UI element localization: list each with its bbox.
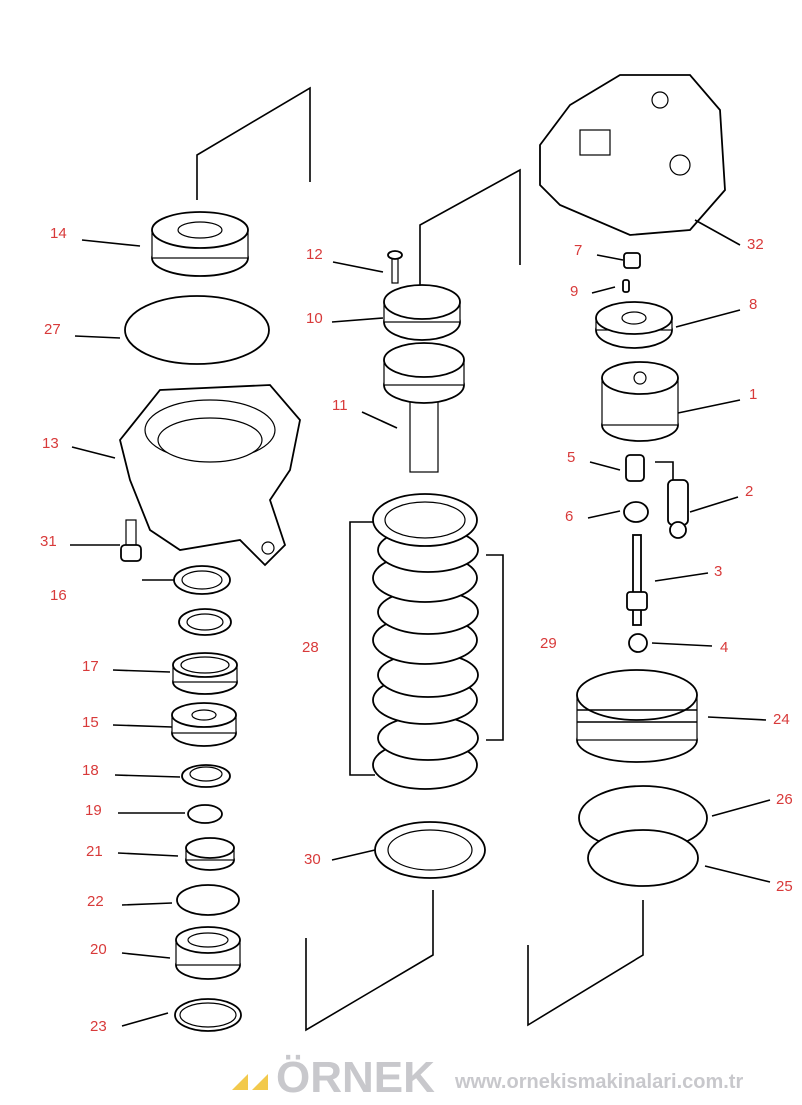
callout-32: 32 [747, 236, 764, 253]
callout-7: 7 [574, 242, 582, 259]
part-rod-3 [626, 534, 648, 626]
part-7 [623, 252, 641, 269]
part-plate-10 [383, 284, 461, 341]
part-discs-28-29 [372, 493, 479, 790]
watermark-url: www.ornekismakinalari.com.tr [454, 1071, 743, 1093]
part-spring-5 [625, 454, 645, 482]
part-snapring-19 [187, 804, 223, 824]
callout-24: 24 [773, 711, 790, 728]
part-bearing-21 [185, 837, 235, 871]
callout-19: 19 [85, 802, 102, 819]
part-bolt-31 [120, 519, 142, 562]
callout-26: 26 [776, 791, 793, 808]
callout-22: 22 [87, 893, 104, 910]
callout-labels: 14 27 13 31 16 17 15 18 19 21 22 20 23 1… [40, 225, 793, 1035]
callout-28: 28 [302, 639, 319, 656]
callout-12: 12 [306, 246, 323, 263]
watermark-brand: ÖRNEK [276, 1053, 435, 1102]
callout-31: 31 [40, 533, 57, 550]
callout-5: 5 [567, 449, 575, 466]
callout-14: 14 [50, 225, 67, 242]
callout-29: 29 [540, 635, 557, 652]
callout-9: 9 [570, 283, 578, 300]
callout-3: 3 [714, 563, 722, 580]
part-oring-22 [176, 884, 240, 916]
part-backup-ring-25 [587, 829, 699, 887]
part-shaft-11 [383, 342, 465, 473]
part-bolt-12 [387, 250, 403, 284]
part-cover-24 [576, 669, 698, 763]
callout-21: 21 [86, 843, 103, 860]
watermark-accent [252, 1074, 268, 1090]
part-bearing-15 [171, 702, 237, 747]
part-ring-18 [181, 764, 231, 788]
callout-30: 30 [304, 851, 321, 868]
part-housing-13 [119, 384, 301, 567]
parts [119, 74, 726, 1032]
callout-4: 4 [720, 639, 728, 656]
callout-23: 23 [90, 1018, 107, 1035]
callout-27: 27 [44, 321, 61, 338]
callout-10: 10 [306, 310, 323, 327]
callout-13: 13 [42, 435, 59, 452]
part-nut-20 [175, 926, 241, 980]
callout-2: 2 [745, 483, 753, 500]
callout-6: 6 [565, 508, 573, 525]
callout-8: 8 [749, 296, 757, 313]
callout-18: 18 [82, 762, 99, 779]
callout-25: 25 [776, 878, 793, 895]
callout-16: 16 [50, 587, 67, 604]
part-cylinder-1 [601, 361, 679, 442]
watermark: ÖRNEK www.ornekismakinalari.com.tr [232, 1053, 743, 1102]
callout-15: 15 [82, 714, 99, 731]
callout-1: 1 [749, 386, 757, 403]
part-snapring-23 [174, 998, 242, 1032]
callout-11: 11 [332, 397, 348, 414]
part-valve-block-32 [539, 74, 726, 236]
part-valve-plate-8 [595, 301, 673, 349]
part-6 [623, 501, 649, 523]
callout-17: 17 [82, 658, 99, 675]
part-bearing-14 [151, 211, 249, 277]
callout-20: 20 [90, 941, 107, 958]
part-seals-16 [173, 565, 232, 636]
part-ring-17 [172, 652, 238, 695]
part-plate-30 [374, 821, 486, 879]
leader-lines [70, 219, 771, 1027]
part-pin-9 [622, 279, 630, 293]
part-oring-27 [124, 295, 270, 365]
part-ball-4 [628, 633, 648, 653]
part-piston-2 [667, 479, 689, 539]
watermark-accent [232, 1074, 248, 1090]
